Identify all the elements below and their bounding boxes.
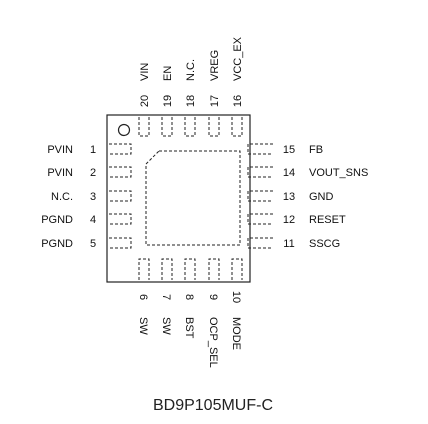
right-pad-14 (247, 166, 273, 178)
pin-number-3: 3 (90, 191, 96, 203)
pin-number-8: 8 (183, 294, 195, 300)
pin-number-5: 5 (90, 238, 96, 250)
pin-name-5: PGND (41, 238, 73, 250)
pin-name-9: OCP_SEL (207, 317, 219, 368)
top-pad-20 (138, 117, 150, 137)
bottom-pad-7 (161, 258, 173, 280)
pin-name-15: FB (309, 144, 323, 156)
left-pad-1 (109, 143, 132, 155)
bottom-pad-10 (231, 258, 243, 280)
left-pad-4 (109, 213, 132, 225)
pin-name-3: N.C. (51, 191, 73, 203)
top-pad-17 (208, 117, 220, 137)
pin-number-18: 18 (185, 95, 197, 107)
pin-name-2: PVIN (47, 167, 73, 179)
pin-name-20: VIN (139, 63, 151, 81)
pin-number-10: 10 (230, 291, 242, 303)
exposed-pad (145, 150, 241, 246)
pin-name-12: RESET (309, 214, 346, 226)
pin-number-9: 9 (207, 294, 219, 300)
pin-name-16: VCC_EX (232, 36, 244, 81)
pin-number-11: 11 (283, 238, 294, 250)
pin-number-12: 12 (283, 214, 295, 226)
pin-name-8: BST (183, 317, 195, 339)
pin-name-11: SSCG (309, 238, 340, 250)
pin-name-13: GND (309, 191, 334, 203)
pin-number-15: 15 (283, 144, 295, 156)
pin-number-13: 13 (283, 191, 295, 203)
package-outline (106, 114, 251, 283)
pin-number-19: 19 (162, 95, 174, 107)
pin-name-19: EN (162, 66, 174, 81)
right-pad-12 (247, 213, 273, 225)
pads-group (109, 117, 273, 280)
top-pad-19 (161, 117, 173, 137)
pin-name-10: MODE (230, 317, 242, 350)
pin-name-14: VOUT_SNS (309, 167, 368, 179)
pin-number-16: 16 (232, 95, 244, 107)
top-pad-18 (184, 117, 196, 137)
pin-name-18: N.C. (185, 59, 197, 81)
bottom-pad-8 (184, 258, 196, 280)
pin-number-14: 14 (283, 167, 295, 179)
pin-name-6: SW (137, 317, 149, 335)
pin-number-6: 6 (137, 294, 149, 300)
pin-number-4: 4 (90, 214, 96, 226)
pin1-marker (117, 123, 131, 137)
pin-name-4: PGND (41, 214, 73, 226)
pin-number-7: 7 (160, 294, 172, 300)
bottom-pad-9 (208, 258, 220, 280)
right-pad-13 (247, 190, 273, 202)
right-pad-11 (247, 237, 273, 249)
part-number: BD9P105MUF-C (153, 397, 273, 414)
pin-number-17: 17 (209, 95, 221, 107)
right-pad-15 (247, 143, 273, 155)
pin-name-17: VREG (209, 50, 221, 81)
left-pad-2 (109, 166, 132, 178)
pin-name-7: SW (160, 317, 172, 335)
left-pad-5 (109, 237, 132, 249)
pin-number-1: 1 (90, 144, 96, 156)
pin-name-1: PVIN (47, 144, 73, 156)
bottom-pad-6 (138, 258, 150, 280)
left-pad-3 (109, 190, 132, 202)
top-pad-16 (231, 117, 243, 137)
pin-number-2: 2 (90, 167, 96, 179)
pin-number-20: 20 (139, 95, 151, 107)
